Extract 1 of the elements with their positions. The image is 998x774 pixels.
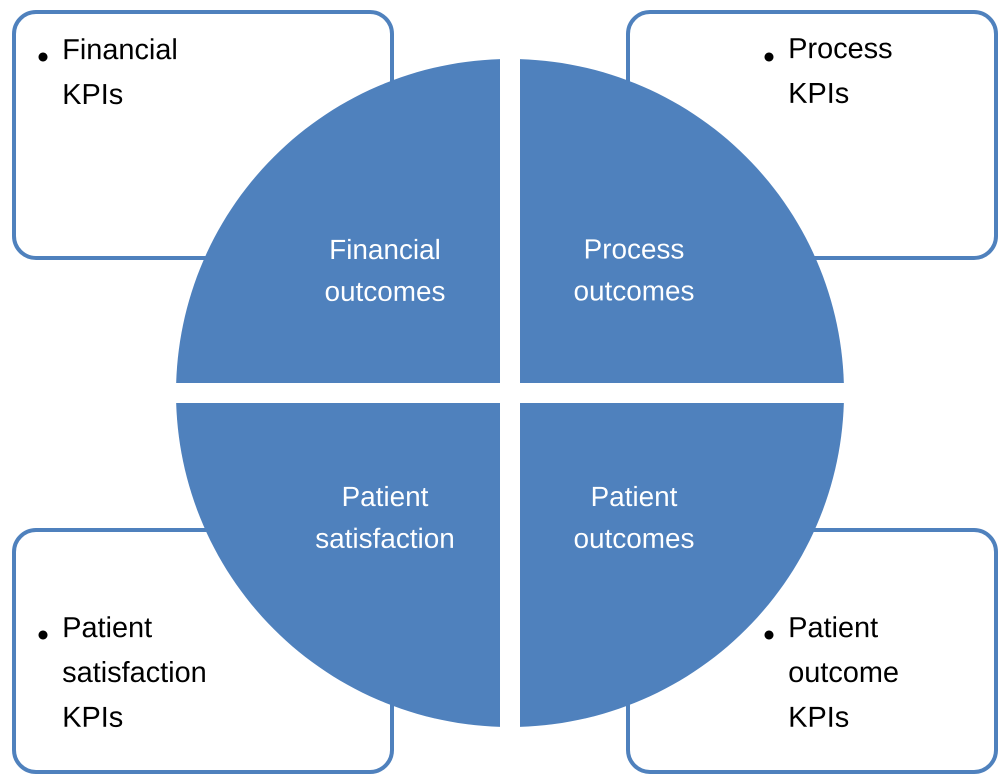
quadrant-segment: Financial outcomes	[176, 59, 500, 383]
